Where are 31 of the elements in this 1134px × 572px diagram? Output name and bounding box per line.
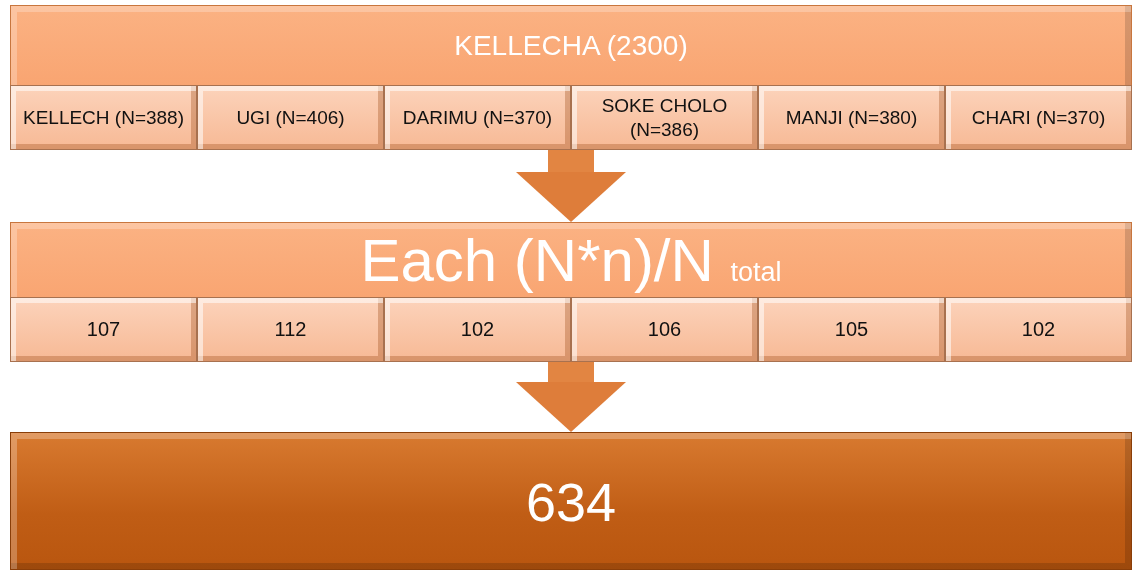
cell-text: MANJI (N=380) (785, 105, 918, 130)
group-cell (571, 85, 758, 150)
group-cell (758, 297, 945, 362)
group-cell (10, 297, 197, 362)
stage-heading: 634 (525, 475, 617, 529)
block-arrow (516, 362, 626, 432)
group-cell (10, 85, 197, 150)
stage-band (10, 432, 1132, 570)
cell-text: 105 (834, 317, 869, 342)
block-arrow (516, 150, 626, 222)
group-cell (384, 297, 571, 362)
cell-text: 102 (1021, 317, 1056, 342)
cell-text: 102 (460, 317, 495, 342)
cell-text: 112 (274, 317, 307, 342)
group-cell (197, 297, 384, 362)
group-cell (945, 297, 1132, 362)
cell-text: 106 (647, 317, 682, 342)
group-cell (945, 85, 1132, 150)
group-cell (384, 85, 571, 150)
cell-text: CHARI (N=370) (971, 105, 1106, 130)
cell-text: 107 (86, 317, 121, 342)
group-cell (571, 297, 758, 362)
stage-heading: KELLECHA (2300) (454, 32, 688, 60)
cell-text: DARIMU (N=370) (402, 105, 553, 130)
group-cell (758, 85, 945, 150)
stage-band (10, 222, 1132, 362)
cell-text: UGI (N=406) (236, 105, 345, 130)
cell-text: SOKE CHOLO (N=386) (600, 93, 729, 142)
stage-band (10, 5, 1132, 150)
group-cell (197, 85, 384, 150)
cell-text: KELLECH (N=388) (22, 105, 184, 130)
